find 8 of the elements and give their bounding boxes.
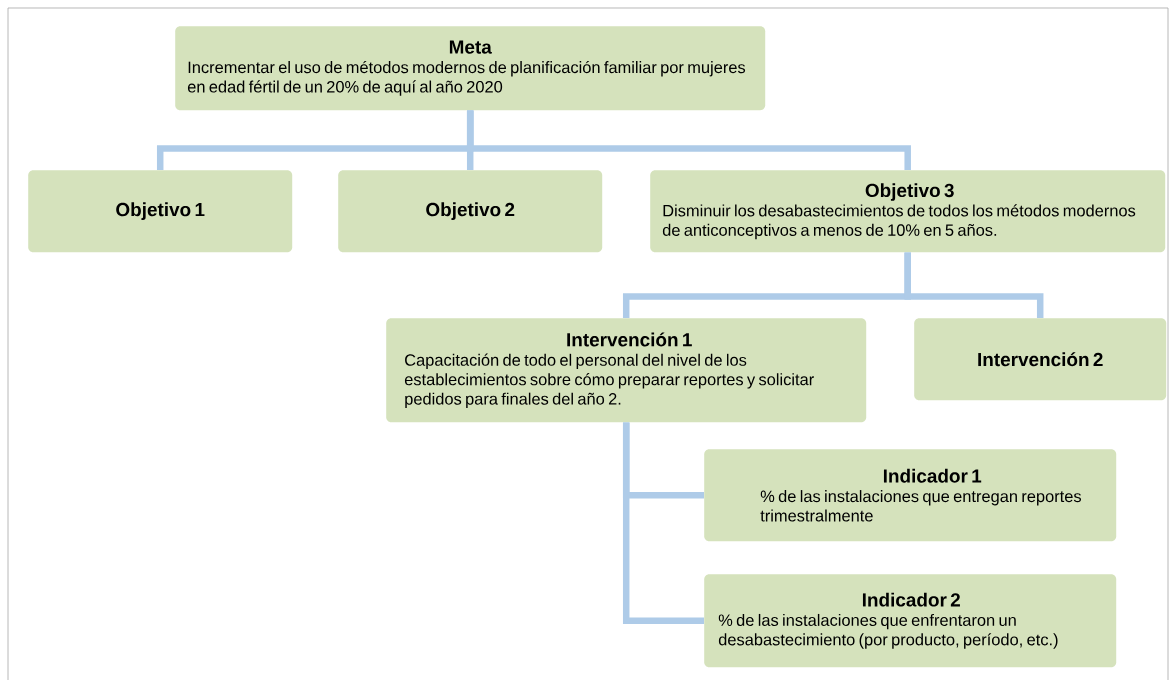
- text-box: Indicador 2 % de las instalaciones que enfrentaron un desabastecimiento (por producto, período, etc.): [704, 574, 1117, 668]
- heading-box: Intervención 2: [914, 318, 1167, 401]
- text-box: Intervención 1 Capacitación de todo el personal del nivel de los establecimientos sobre cómo preparar reportes y solicitar pedidos para finales del año 2.: [386, 318, 867, 423]
- text-box: Meta Incrementar el uso de métodos modernos de planificación familiar por mujeres en edad fértil de un 20% de aquí al año 2020: [175, 26, 766, 111]
- heading-box: Objetivo 2: [338, 170, 603, 253]
- text-box: Objetivo 3 Disminuir los desabastecimientos de todos los métodos modernos de anticonceptivos a menos de 10% en 5 años.: [650, 170, 1166, 253]
- text-box: Indicador 1 % de las instalaciones que entregan reportes trimestralmente: [704, 449, 1117, 542]
- heading-box: Objetivo 1: [28, 170, 293, 253]
